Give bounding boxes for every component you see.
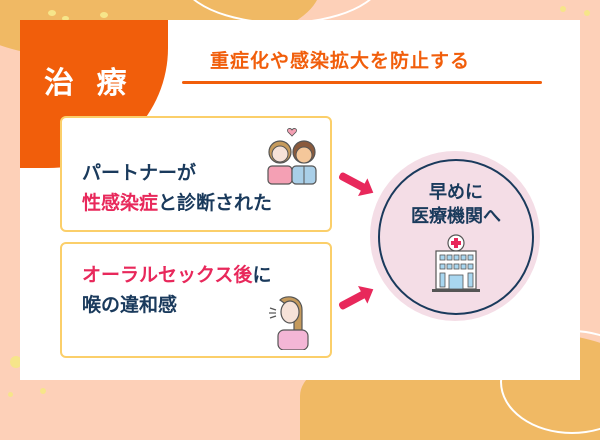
treatment-badge: 治 療 (20, 20, 168, 168)
hospital-icon (432, 234, 480, 292)
background-dot (8, 392, 13, 397)
background-dot (62, 16, 69, 21)
case-box-partner: パートナーが 性感染症と診断された (60, 116, 332, 232)
result-line2: 医療機関へ (411, 206, 501, 227)
case2-line1: オーラルセックス後に (82, 260, 271, 287)
case1-line1: パートナーが (82, 162, 197, 184)
result-circle: 早めに 医療機関へ (378, 159, 534, 315)
badge-label: 治 療 (44, 66, 133, 101)
arrow-icon (337, 171, 369, 193)
headline-underline (182, 81, 542, 84)
result-line1: 早めに (429, 182, 483, 203)
headline: 重症化や感染拡大を防止する (210, 50, 471, 72)
case-box-oral: オーラルセックス後に 喉の違和感 (60, 242, 332, 358)
case1-line2: 性感染症と診断された (82, 188, 272, 215)
background-dot (10, 356, 22, 368)
case2-highlight: オーラルセックス後 (82, 264, 253, 286)
background-dot (584, 10, 590, 16)
couple-icon (267, 128, 317, 185)
arrow-icon (337, 289, 369, 311)
background-dot (100, 12, 108, 18)
background-dot (48, 10, 56, 16)
case2-rest: に (252, 264, 272, 286)
case2-line2: 喉の違和感 (82, 294, 178, 316)
case1-rest: と診断された (158, 192, 273, 214)
case1-highlight: 性感染症 (82, 192, 159, 214)
background-dot (560, 6, 566, 12)
coughing-woman-icon (269, 296, 309, 350)
background-dot (40, 388, 46, 394)
main-card: 治 療 重症化や感染拡大を防止する パートナーが 性感染症と診断された オーラル… (20, 20, 580, 380)
